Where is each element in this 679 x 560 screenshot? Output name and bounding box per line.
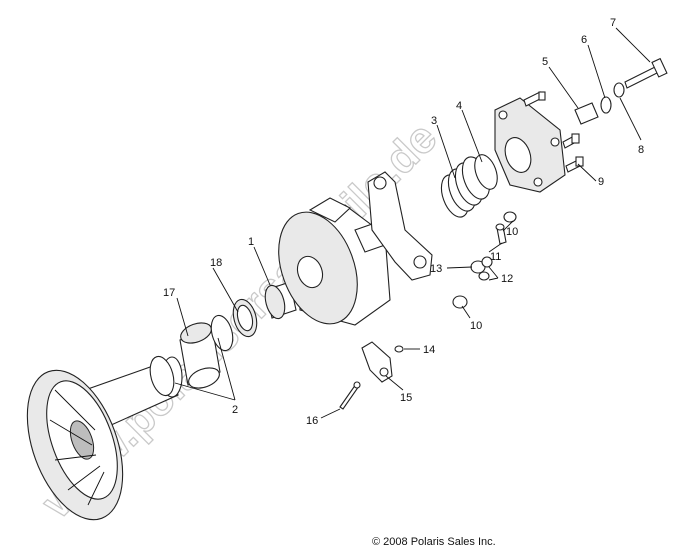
callout-10-upper: 10 [506, 226, 518, 238]
callout-8: 8 [638, 144, 644, 156]
spring-3 [440, 156, 491, 218]
bolt-9-middle [562, 133, 580, 149]
bolt-7 [624, 57, 668, 89]
callout-7: 7 [610, 17, 616, 29]
movable-sheave [278, 197, 391, 326]
nut-14 [394, 345, 404, 353]
roller-pin-11 [495, 223, 507, 245]
spider-arms [367, 171, 433, 281]
callout-9: 9 [598, 176, 604, 188]
ring-2-upper [210, 314, 234, 352]
callout-14: 14 [423, 344, 435, 356]
callout-15: 15 [400, 392, 412, 404]
washer-8 [613, 82, 625, 98]
bolt-9-upper [523, 91, 546, 107]
callout-18: 18 [210, 257, 222, 269]
washer-6 [600, 96, 612, 114]
pin-16 [339, 381, 361, 410]
callout-11: 11 [490, 251, 501, 263]
button-10-upper [503, 211, 517, 223]
bearing-18-inner [236, 304, 254, 332]
bushing-17 [179, 322, 221, 389]
copyright-notice: © 2008 Polaris Sales Inc. [372, 536, 496, 548]
callout-3: 3 [431, 115, 437, 127]
bushing-5 [574, 102, 599, 125]
roller-12-b [478, 271, 490, 281]
spring-seat-4 [474, 154, 498, 190]
callout-12: 12 [501, 273, 513, 285]
callout-13: 13 [430, 263, 442, 275]
bolt-9-lower [565, 156, 584, 173]
callout-16: 16 [306, 415, 318, 427]
roller-12-a [481, 256, 493, 268]
callout-1: 1 [248, 236, 254, 248]
callout-5: 5 [542, 56, 548, 68]
callout-labels: 1 2 3 4 5 6 7 8 9 10 10 11 12 13 14 15 1… [163, 17, 644, 427]
callout-2: 2 [232, 404, 238, 416]
callout-10-lower: 10 [470, 320, 482, 332]
callout-4: 4 [456, 100, 462, 112]
button-10-lower [452, 295, 468, 309]
callout-17: 17 [163, 287, 175, 299]
ring-2-lower [149, 355, 175, 397]
callout-6: 6 [581, 34, 587, 46]
leader-lines [174, 27, 651, 419]
weight-arm-15 [361, 341, 393, 383]
cover-plate [494, 97, 566, 193]
